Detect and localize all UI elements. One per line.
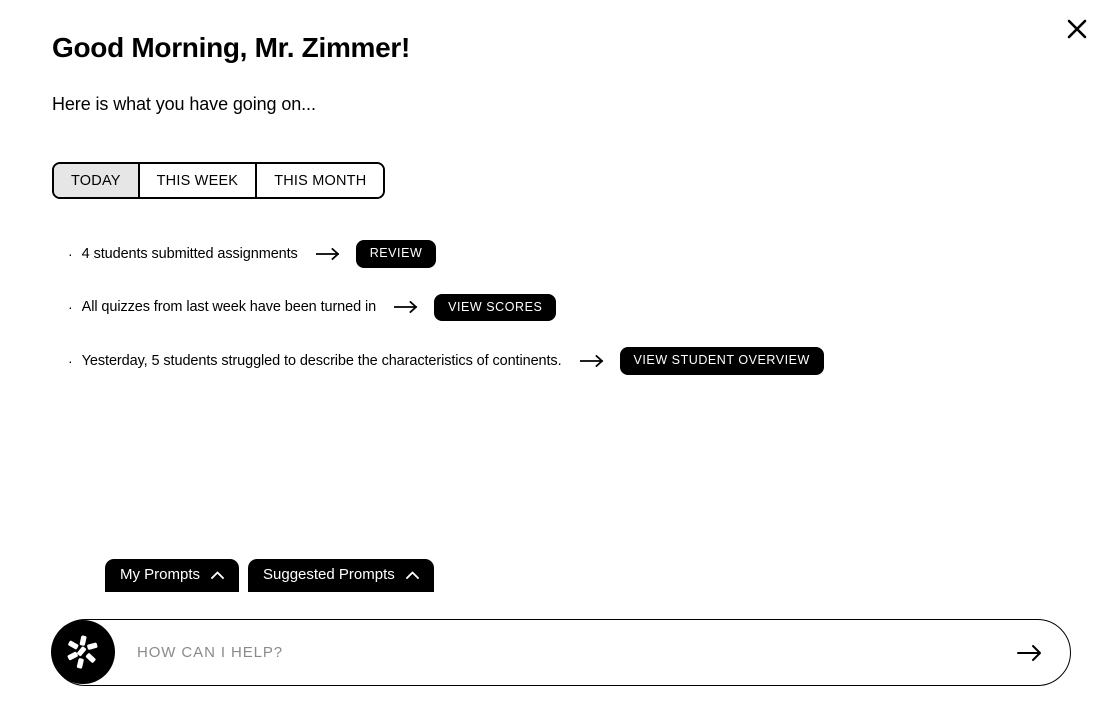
chevron-up-icon: [211, 571, 224, 579]
tab-this-month[interactable]: THIS MONTH: [255, 164, 384, 197]
send-button[interactable]: [1016, 644, 1044, 662]
chevron-up-icon: [405, 571, 419, 579]
tab-this-week[interactable]: THIS WEEK: [137, 164, 256, 197]
assistant-sparkle-logo-icon: [63, 632, 103, 672]
bullet-marker: ·: [68, 352, 73, 369]
list-item: · All quizzes from last week have been t…: [68, 293, 824, 321]
bullet-marker: ·: [68, 299, 73, 316]
activity-text: 4 students submitted assignments: [81, 245, 298, 262]
prompt-tab-group: My Prompts Suggested Prompts: [105, 559, 434, 592]
close-button[interactable]: [1062, 14, 1092, 44]
search-input[interactable]: [135, 643, 1016, 662]
activity-list: · 4 students submitted assignments REVIE…: [68, 240, 824, 375]
view-scores-button[interactable]: VIEW SCORES: [434, 293, 557, 321]
activity-text: Yesterday, 5 students struggled to descr…: [81, 352, 562, 369]
page-title: Good Morning, Mr. Zimmer!: [52, 32, 411, 63]
activity-text: All quizzes from last week have been tur…: [81, 299, 377, 316]
suggested-prompts-label: Suggested Prompts: [263, 566, 395, 583]
bullet-marker: ·: [68, 245, 73, 262]
arrow-right-icon: [394, 301, 420, 314]
suggested-prompts-tab[interactable]: Suggested Prompts: [248, 559, 434, 592]
assistant-logo-button[interactable]: [51, 620, 115, 684]
tab-today[interactable]: TODAY: [54, 164, 138, 197]
list-item: · 4 students submitted assignments REVIE…: [68, 240, 824, 268]
my-prompts-label: My Prompts: [120, 566, 201, 583]
review-button[interactable]: REVIEW: [355, 240, 437, 268]
view-student-overview-button[interactable]: VIEW STUDENT OVERVIEW: [619, 347, 824, 375]
arrow-right-icon: [315, 247, 342, 260]
arrow-right-icon: [579, 354, 606, 367]
my-prompts-tab[interactable]: My Prompts: [105, 559, 240, 592]
chat-input-bar: [52, 619, 1071, 686]
close-icon: [1066, 18, 1088, 40]
list-item: · Yesterday, 5 students struggled to des…: [68, 347, 824, 375]
timeframe-filter-group: TODAY THIS WEEK THIS MONTH: [52, 162, 386, 199]
arrow-right-icon: [1016, 644, 1044, 662]
page-subtitle: Here is what you have going on...: [52, 94, 316, 114]
